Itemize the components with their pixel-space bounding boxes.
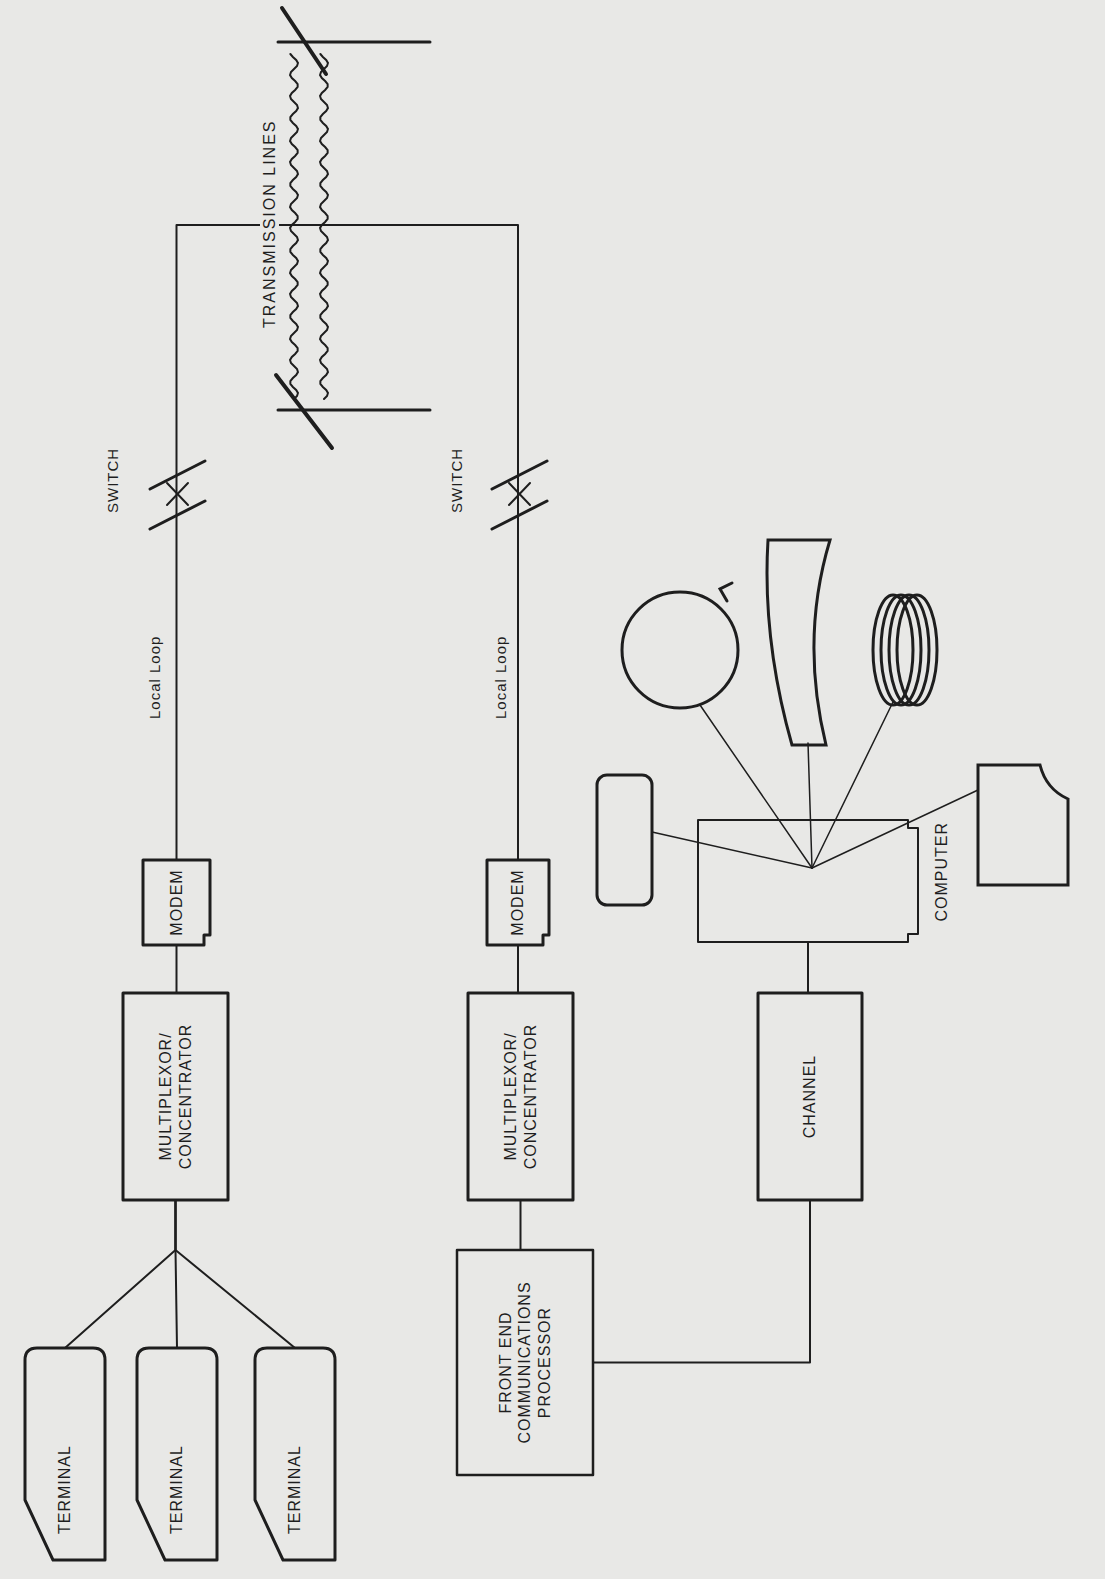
switch-symbol [509, 483, 530, 505]
terminal: TERMINAL [255, 1348, 335, 1560]
tape-reel-notch [720, 583, 732, 601]
node-text: MODEM [508, 869, 527, 935]
connector-line [517, 945, 519, 993]
modem-box: MODEM [143, 860, 210, 945]
node-text: MULTIPLEXOR/ CONCENTRATOR [156, 1024, 194, 1170]
node-outline [457, 1250, 593, 1475]
disk-pack [897, 595, 937, 705]
node-outline [468, 993, 573, 1200]
channel-box: CHANNEL [758, 993, 862, 1200]
pole-crossarm [276, 375, 332, 448]
node-outline [123, 993, 228, 1200]
disk-pack [873, 595, 913, 705]
tape-reel [622, 592, 738, 708]
pole [278, 41, 430, 44]
peripheral-line [808, 743, 812, 868]
node-outline [698, 820, 918, 942]
connector-line [520, 1200, 522, 1250]
node-text: CHANNEL [800, 1055, 819, 1138]
switch-symbol [492, 461, 547, 489]
peripheral-line [812, 790, 978, 868]
node-outline [25, 1348, 105, 1560]
node-outline [137, 1348, 217, 1560]
peripheral-line [652, 832, 812, 868]
node-text: FRONT END COMMUNICATIONS PROCESSOR [496, 1281, 554, 1443]
printer [978, 765, 1068, 885]
node-outline [123, 993, 228, 1200]
switch-label: SWITCH [448, 446, 466, 515]
peripheral-unit [597, 775, 652, 905]
disk-pack [889, 595, 929, 705]
modem-box: MODEM [487, 860, 549, 945]
transmission-label: TRANSMISSION LINES [260, 118, 279, 330]
node-text: TERMINAL [167, 1445, 186, 1534]
peripheral-line [812, 702, 893, 868]
transmission-wire [290, 54, 298, 399]
switch-symbol [509, 483, 530, 505]
pole-crossarm [282, 8, 326, 74]
node-text: COMPUTER [932, 820, 951, 924]
terminal: TERMINAL [25, 1348, 105, 1560]
loop-label: Local Loop [146, 634, 164, 721]
node-text: MULTIPLEXOR/ CONCENTRATOR [501, 1024, 539, 1170]
connector-line [65, 1200, 176, 1348]
node-text: MODEM [167, 869, 186, 935]
switch-symbol [492, 501, 547, 529]
connector-line [176, 945, 178, 993]
connector-line [177, 225, 519, 860]
node-outline [255, 1348, 335, 1560]
computer-box: COMPUTER [698, 820, 918, 942]
node-outline [143, 860, 210, 945]
node-outline [487, 860, 549, 945]
peripheral-line [700, 705, 812, 868]
node-outline [698, 820, 918, 942]
card-deck [767, 540, 830, 745]
switch-label: SWITCH [104, 446, 122, 515]
loop-label: Local Loop [492, 634, 510, 721]
disk-pack [881, 595, 921, 705]
connector-line [176, 1200, 296, 1348]
transmission-wire [320, 54, 328, 399]
node-outline [758, 993, 862, 1200]
multiplexor-box: MULTIPLEXOR/ CONCENTRATOR [468, 993, 573, 1200]
terminal: TERMINAL [137, 1348, 217, 1560]
connector-line [593, 1200, 810, 1363]
processor-box: FRONT END COMMUNICATIONS PROCESSOR [457, 1250, 593, 1475]
node-outline [468, 993, 573, 1200]
connector-line [807, 942, 809, 993]
node-text: TERMINAL [55, 1445, 74, 1534]
multiplexor-box: MULTIPLEXOR/ CONCENTRATOR [123, 993, 228, 1200]
node-text: TERMINAL [285, 1445, 304, 1534]
